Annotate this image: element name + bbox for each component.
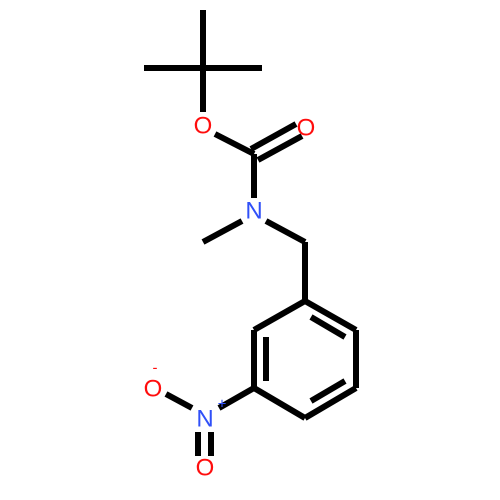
bond-ester-o-carbonyl-c [213,131,256,157]
ring-bond-4 [252,385,307,421]
atom-label-nitro-n: N [196,406,213,433]
atom-label-ester-o: O [194,113,213,140]
ring-bond-3 [303,385,358,421]
atom-label-nitro-o-double: O [196,455,215,482]
ring-bond-1 [303,298,358,333]
bond-ring-nitro-n [217,385,256,411]
ring-inner-double-2 [309,378,347,404]
ring-inner-double-1 [309,314,347,340]
charge-label-nitro-n: + [218,396,227,413]
bond-amide-n-methyl [201,218,244,245]
bond-carbonyl-double-2 [256,133,304,163]
bond-carbonyl-double-1 [249,121,298,152]
bond-nitro-n-o-minus [164,391,194,411]
bond-amide-n-ch2 [264,218,307,245]
charge-label-nitro-o: - [153,360,158,377]
ring-bond-6 [252,298,307,333]
atom-label-carbonyl-o: O [297,115,316,142]
atom-label-amide-n: N [245,198,262,225]
atom-label-nitro-o-minus: O [144,376,163,403]
